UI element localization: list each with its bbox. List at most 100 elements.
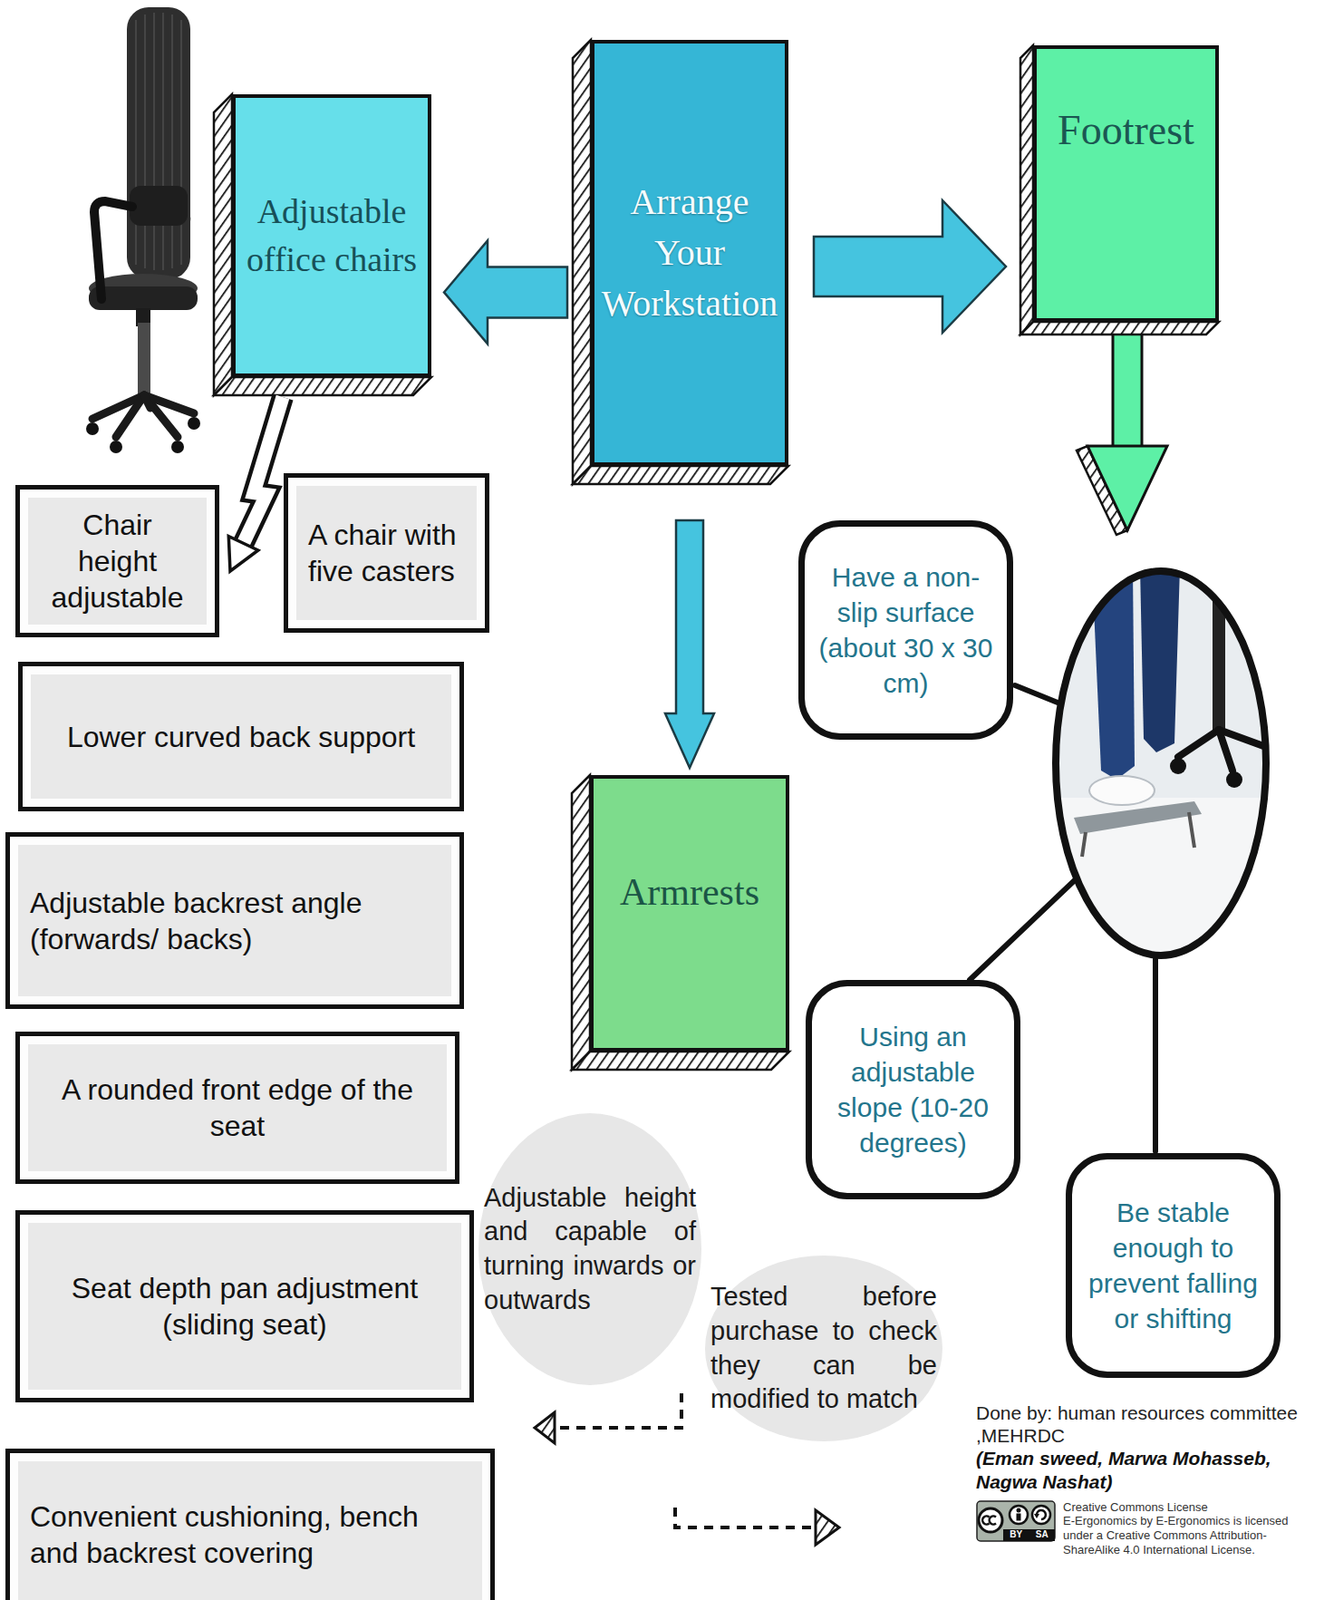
feature-box: Adjustable backrest angle (forwards/ bac… (5, 831, 464, 1009)
box-depth-hatch (213, 94, 232, 396)
connector-arrow (813, 200, 1006, 333)
license-title: Creative Commons License (1063, 1499, 1319, 1515)
badge-text: SA (1035, 1529, 1049, 1539)
footrest-arrow (1076, 331, 1168, 535)
license-lines: Creative Commons LicenseE-Ergonomics by … (1063, 1499, 1319, 1556)
office-chair-illustration (92, 395, 194, 437)
box-depth-hatch (571, 774, 590, 1070)
zigzag-arrow-head (228, 536, 259, 571)
footrest-photo (1073, 801, 1202, 834)
office-chair-illustration (187, 416, 201, 430)
note-circle: Adjustable height and capable of turning… (478, 1112, 702, 1385)
license-badge-icon (982, 1515, 989, 1524)
node-text: Arrange Your Workstation (598, 176, 782, 329)
feature-bubble: Using an adjustable slope (10-20 degrees… (805, 979, 1021, 1199)
node-text: Tested before purchase to check they can… (710, 1279, 938, 1417)
badge-band: BY SA (1003, 1528, 1055, 1541)
office-chair-illustration (126, 7, 191, 280)
office-chair-illustration (86, 422, 99, 435)
dashed-arrow (534, 1411, 555, 1443)
license-badge-icon (1016, 1512, 1022, 1520)
dashed-arrow (534, 1392, 840, 1545)
note-circle-shape (705, 1255, 943, 1441)
node-text: Seat depth pan adjustment (sliding seat) (39, 1269, 450, 1343)
footrest-photo (1051, 797, 1274, 961)
footrest-photo (1051, 566, 1274, 961)
footrest-photo (1218, 729, 1233, 771)
box-depth-hatch (1020, 45, 1034, 335)
license-badge-icon (1016, 1507, 1022, 1512)
office-chair-illustration (162, 12, 165, 271)
dashed-arrow (554, 1392, 682, 1428)
footrest-photo (1089, 775, 1155, 805)
node-text: Using an adjustable slope (10-20 degrees… (819, 1018, 1007, 1160)
license-badge-icon (1034, 1513, 1040, 1518)
office-chair-illustration (109, 440, 123, 454)
block-arrow (813, 200, 1006, 333)
office-chair-illustration (171, 440, 184, 454)
note-circle-shape (478, 1112, 702, 1385)
footrest-photo (1178, 729, 1219, 757)
license-badge-icon (1032, 1505, 1051, 1524)
block-arrow (444, 240, 568, 344)
box-depth-hatch (572, 39, 591, 484)
node-text: Be stable enough to prevent falling or s… (1079, 1194, 1267, 1336)
concept-box: Arrange Your Workstation (590, 39, 789, 466)
footrest-photo (1212, 566, 1226, 730)
office-chair-illustration (137, 322, 151, 396)
credit-text: Done by: human resources committee ,MEHR… (976, 1401, 1319, 1447)
photo-leader-line (1152, 958, 1159, 1151)
concept-box: Footrest (1033, 45, 1219, 322)
footrest-photo (1188, 811, 1195, 848)
footrest-photo (1169, 757, 1187, 774)
license-badge-icon (976, 1500, 1055, 1541)
office-chair-illustration (144, 14, 146, 269)
connector-arrow (665, 520, 715, 768)
node-text: Have a non-slip surface (about 30 x 30 c… (811, 559, 1000, 701)
node-text: Footrest (1040, 101, 1212, 160)
node-text: Armrests (597, 865, 783, 919)
license-row: BY SA Creative Commons LicenseE-Ergonomic… (976, 1499, 1319, 1556)
badge-text: BY (1009, 1529, 1023, 1539)
note-circle-shape (705, 1255, 943, 1441)
concept-box: Armrests (589, 774, 790, 1052)
node-text: Lower curved back support (42, 718, 440, 755)
office-chair-illustration (86, 7, 201, 454)
node-text: Adjustable office chairs (239, 187, 425, 284)
box-depth-hatch (572, 465, 789, 484)
node-text: Adjustable height and capable of turning… (483, 1180, 696, 1318)
feature-box: Convenient cushioning, bench and backres… (5, 1448, 495, 1600)
footrest-photo (1051, 566, 1274, 961)
license-badge-icon (978, 1507, 1003, 1532)
zigzag-arrow (243, 396, 283, 543)
footrest-arrow (1087, 445, 1168, 531)
office-chair-illustration (180, 19, 183, 265)
box-depth-hatch (213, 376, 432, 396)
note-circle: Tested before purchase to check they can… (705, 1255, 943, 1441)
feature-box: A rounded front edge of the seat (15, 1031, 460, 1184)
office-chair-illustration (115, 395, 145, 437)
credits-lines: Done by: human resources committee ,MEHR… (976, 1401, 1319, 1493)
feature-box: Chair height adjustable (15, 484, 220, 638)
dashed-arrow (815, 1509, 840, 1545)
license-badge-icon (1009, 1505, 1028, 1524)
footrest-photo (1092, 566, 1135, 780)
feature-bubble: Have a non-slip surface (about 30 x 30 c… (798, 520, 1014, 740)
footrest-photo (1226, 771, 1243, 788)
block-arrow (665, 520, 715, 768)
office-chair-illustration (153, 12, 155, 271)
feature-box: A chair with five casters (283, 473, 490, 633)
concept-box: Adjustable office chairs (231, 94, 432, 377)
license-badge: BY SA (976, 1499, 1056, 1542)
footrest-photo (1178, 729, 1269, 771)
office-chair-illustration (144, 395, 194, 414)
author-names: (Eman sweed, Marwa Mohasseb, Nagwa Nasha… (976, 1446, 1319, 1492)
node-text: Convenient cushioning, bench and backres… (29, 1497, 471, 1571)
office-chair-illustration (129, 185, 188, 226)
office-chair-illustration (135, 19, 137, 265)
office-chair-illustration (171, 14, 174, 269)
photo-leader-line (969, 878, 1077, 980)
